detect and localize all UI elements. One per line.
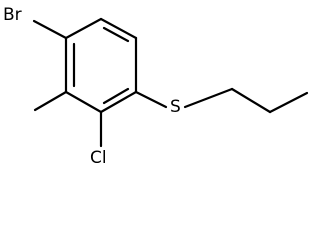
bond-ring-to-bromine bbox=[32, 19, 68, 40]
ring-inner-double-bond-bottom bbox=[102, 87, 130, 105]
bond-sulfur-to-c1 bbox=[183, 87, 234, 109]
bond-propyl-c1-c2 bbox=[230, 87, 272, 114]
chemical-structure-diagram: Br Cl S bbox=[3, 5, 309, 168]
bond-propyl-c2-c3 bbox=[268, 91, 309, 114]
ring-inner-double-bond-top bbox=[102, 26, 130, 43]
ring-bond-c5-c6 bbox=[64, 90, 103, 114]
bond-ring-to-methyl bbox=[33, 90, 68, 112]
bond-ring-to-sulfur bbox=[134, 90, 168, 109]
ring-bond-c2-c3 bbox=[99, 17, 138, 40]
atom-label-chlorine: Cl bbox=[90, 148, 107, 168]
atom-label-sulfur: S bbox=[170, 97, 181, 117]
ring-bond-c1-c2 bbox=[64, 17, 103, 40]
ring-bond-c4-c5 bbox=[99, 90, 138, 114]
atom-label-bromine: Br bbox=[3, 5, 22, 25]
